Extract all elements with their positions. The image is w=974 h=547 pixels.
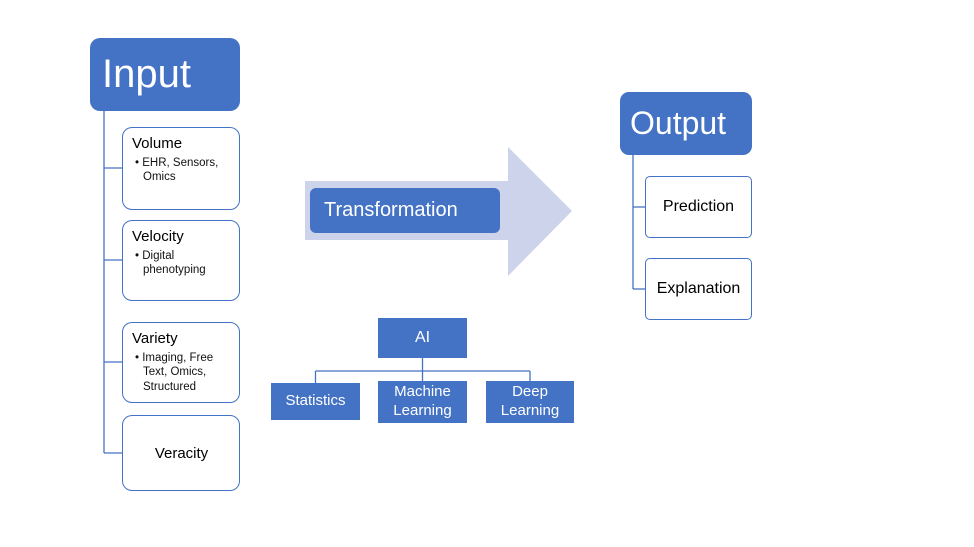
input-item-variety: Variety Imaging, Free Text, Omics, Struc… bbox=[122, 322, 240, 403]
input-item-volume: Volume EHR, Sensors, Omics bbox=[122, 127, 240, 210]
variety-bullet: Imaging, Free Text, Omics, Structured bbox=[132, 351, 231, 394]
output-item-prediction: Prediction bbox=[645, 176, 752, 238]
machine-learning-label: Machine Learning bbox=[393, 383, 452, 419]
deep-learning-label: Deep Learning bbox=[500, 383, 560, 419]
ai-child-machine-learning: Machine Learning bbox=[378, 381, 467, 423]
explanation-label: Explanation bbox=[656, 280, 741, 297]
input-connectors bbox=[103, 111, 122, 454]
veracity-title: Veracity bbox=[154, 445, 209, 462]
statistics-label: Statistics bbox=[285, 392, 346, 410]
transformation-label: Transformation bbox=[324, 199, 458, 221]
ai-root-box: AI bbox=[378, 318, 467, 358]
ai-tree-connectors bbox=[314, 358, 531, 383]
transformation-box: Transformation bbox=[310, 188, 500, 233]
velocity-bullet: Digital phenotyping bbox=[132, 249, 231, 278]
output-connectors bbox=[632, 155, 645, 290]
ai-child-deep-learning: Deep Learning bbox=[486, 381, 574, 423]
output-title: Output bbox=[630, 105, 727, 141]
input-item-veracity: Veracity bbox=[122, 415, 240, 491]
variety-title: Variety bbox=[132, 330, 178, 347]
input-title: Input bbox=[102, 52, 191, 96]
input-item-velocity: Velocity Digital phenotyping bbox=[122, 220, 240, 301]
prediction-label: Prediction bbox=[662, 198, 735, 215]
input-header: Input bbox=[90, 38, 240, 111]
volume-bullet: EHR, Sensors, Omics bbox=[132, 156, 231, 185]
velocity-title: Velocity bbox=[132, 228, 184, 245]
ai-child-statistics: Statistics bbox=[271, 383, 360, 420]
output-item-explanation: Explanation bbox=[645, 258, 752, 320]
ai-root-label: AI bbox=[414, 329, 431, 346]
output-header: Output bbox=[620, 92, 752, 155]
volume-title: Volume bbox=[132, 135, 183, 152]
